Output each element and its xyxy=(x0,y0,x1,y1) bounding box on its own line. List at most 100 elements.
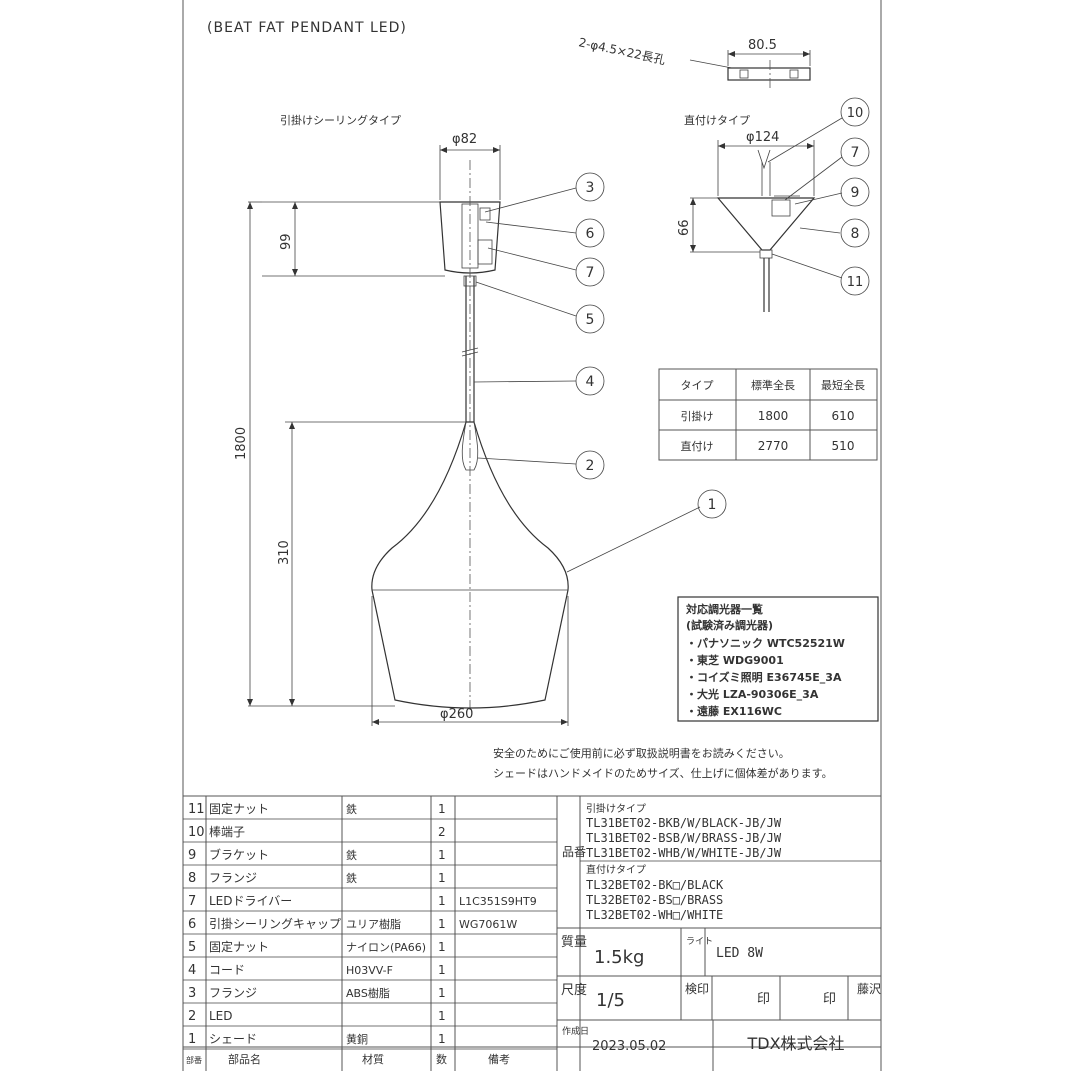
svg-text:4: 4 xyxy=(586,374,595,390)
svg-text:TL32BET02-BK□/BLACK: TL32BET02-BK□/BLACK xyxy=(586,878,724,892)
length-table: タイプ 標準全長 最短全長 引掛け 1800 610 直付け 2770 510 xyxy=(658,368,878,461)
total-length-label: 1800 xyxy=(234,427,249,460)
parts-cell-qty: 2 xyxy=(438,825,446,839)
mount-width-label: 80.5 xyxy=(748,38,777,53)
svg-text:引掛けタイプ: 引掛けタイプ xyxy=(586,802,646,815)
parts-header-material: 材質 xyxy=(362,1052,384,1066)
svg-text:5: 5 xyxy=(586,312,595,328)
svg-text:引掛け: 引掛け xyxy=(681,409,714,423)
parts-cell-qty: 1 xyxy=(438,940,446,954)
callouts-left: 3 6 7 5 4 2 1 xyxy=(473,172,727,573)
parts-cell-no: 3 xyxy=(188,986,196,1001)
svg-text:1: 1 xyxy=(708,497,717,513)
svg-text:1/5: 1/5 xyxy=(596,990,625,1011)
svg-text:2: 2 xyxy=(586,458,595,474)
svg-text:8: 8 xyxy=(851,226,860,242)
fixing-nut xyxy=(463,275,477,287)
svg-text:TL32BET02-BS□/BRASS: TL32BET02-BS□/BRASS xyxy=(586,893,723,907)
direct-flange xyxy=(716,197,816,251)
ceiling-cap xyxy=(479,207,491,221)
parts-cell-qty: 1 xyxy=(438,917,446,931)
parts-cell-material: ユリア樹脂 xyxy=(346,917,401,931)
parts-cell-qty: 1 xyxy=(438,871,446,885)
parts-cell-no: 8 xyxy=(188,871,196,886)
svg-text:質量: 質量 xyxy=(561,935,587,950)
svg-text:最短全長: 最短全長 xyxy=(821,378,865,392)
canopy-height-label: 99 xyxy=(279,233,294,250)
parts-header-name: 部品名 xyxy=(228,1052,261,1066)
parts-header-no: 部番 xyxy=(186,1055,202,1065)
svg-text:対応調光器一覧: 対応調光器一覧 xyxy=(685,602,763,616)
svg-text:TL31BET02-BSB/W/BRASS-JB/JW: TL31BET02-BSB/W/BRASS-JB/JW xyxy=(586,831,782,845)
slot-spec-label: 2-φ4.5×22長孔 xyxy=(577,35,666,67)
parts-cell-qty: 1 xyxy=(438,802,446,816)
svg-text:・コイズミ照明 E36745E_3A: ・コイズミ照明 E36745E_3A xyxy=(686,670,842,684)
svg-text:11: 11 xyxy=(847,275,864,290)
svg-text:印: 印 xyxy=(823,992,836,1007)
shade-height-label: 310 xyxy=(277,540,292,565)
parts-cell-name: ブラケット xyxy=(209,847,269,862)
svg-text:・遠藤 EX116WC: ・遠藤 EX116WC xyxy=(686,704,782,718)
svg-text:3: 3 xyxy=(586,180,595,196)
parts-cell-remark: WG7061W xyxy=(459,918,517,931)
parts-cell-no: 1 xyxy=(188,1032,196,1047)
parts-cell-name: 固定ナット xyxy=(209,939,269,954)
parts-cell-no: 6 xyxy=(188,917,196,932)
parts-cell-no: 5 xyxy=(188,940,196,955)
parts-cell-qty: 1 xyxy=(438,1032,446,1046)
parts-cell-material: 黄銅 xyxy=(346,1032,368,1046)
svg-text:LED 8W: LED 8W xyxy=(716,946,763,961)
svg-text:10: 10 xyxy=(847,106,864,121)
parts-cell-no: 9 xyxy=(188,848,196,863)
note-handmade: シェードはハンドメイドのためサイズ、仕上げに個体差があります。 xyxy=(493,766,833,780)
shade xyxy=(371,421,569,709)
svg-text:TL32BET02-WH□/WHITE: TL32BET02-WH□/WHITE xyxy=(586,908,723,922)
parts-cell-name: シェード xyxy=(209,1032,257,1046)
shade-dia-label: φ260 xyxy=(440,707,473,722)
svg-text:・パナソニック WTC52521W: ・パナソニック WTC52521W xyxy=(686,637,845,650)
svg-text:尺度: 尺度 xyxy=(561,982,587,998)
parts-cell-name: コード xyxy=(209,963,245,977)
direct-dia-label: φ124 xyxy=(746,130,779,145)
svg-text:6: 6 xyxy=(586,226,595,242)
svg-text:藤沢: 藤沢 xyxy=(857,982,881,996)
svg-text:TDX株式会社: TDX株式会社 xyxy=(746,1034,844,1053)
callouts-right: 10 7 9 8 11 xyxy=(767,97,870,296)
parts-header-qty: 数 xyxy=(436,1053,447,1066)
parts-cell-name: LED xyxy=(209,1009,233,1023)
led-socket xyxy=(461,421,479,471)
drawing-title: (BEAT FAT PENDANT LED) xyxy=(207,20,407,36)
parts-cell-qty: 1 xyxy=(438,986,446,1000)
svg-text:610: 610 xyxy=(832,409,855,423)
svg-text:タイプ: タイプ xyxy=(681,379,714,392)
led-driver xyxy=(477,239,493,265)
svg-text:(試験済み調光器): (試験済み調光器) xyxy=(686,618,773,632)
parts-cell-qty: 1 xyxy=(438,963,446,977)
svg-text:標準全長: 標準全長 xyxy=(751,378,795,392)
svg-text:1800: 1800 xyxy=(758,409,789,423)
canopy-dia-label: φ82 xyxy=(452,132,477,147)
parts-cell-no: 7 xyxy=(188,894,196,909)
svg-text:TL31BET02-BKB/W/BLACK-JB/JW: TL31BET02-BKB/W/BLACK-JB/JW xyxy=(586,816,782,830)
svg-text:直付け: 直付け xyxy=(681,439,714,453)
parts-cell-no: 2 xyxy=(188,1009,196,1024)
parts-cell-material: H03VV-F xyxy=(346,964,393,977)
svg-text:印: 印 xyxy=(757,992,770,1007)
parts-cell-qty: 1 xyxy=(438,1009,446,1023)
svg-text:1.5kg: 1.5kg xyxy=(594,947,644,968)
svg-text:7: 7 xyxy=(851,145,860,161)
svg-text:TL31BET02-WHB/W/WHITE-JB/JW: TL31BET02-WHB/W/WHITE-JB/JW xyxy=(586,846,782,860)
parts-cell-name: フランジ xyxy=(209,871,257,885)
parts-cell-name: 引掛シーリングキャップ xyxy=(209,916,341,931)
svg-text:ライト: ライト xyxy=(686,936,713,947)
parts-cell-material: ナイロン(PA66) xyxy=(346,941,426,954)
parts-cell-name: 棒端子 xyxy=(209,825,245,839)
parts-cell-no: 4 xyxy=(188,963,196,978)
parts-cell-name: 固定ナット xyxy=(209,801,269,816)
svg-text:9: 9 xyxy=(851,185,860,201)
svg-text:・東芝 WDG9001: ・東芝 WDG9001 xyxy=(686,653,784,667)
svg-text:2023.05.02: 2023.05.02 xyxy=(592,1039,666,1054)
svg-text:直付けタイプ: 直付けタイプ xyxy=(586,863,646,876)
